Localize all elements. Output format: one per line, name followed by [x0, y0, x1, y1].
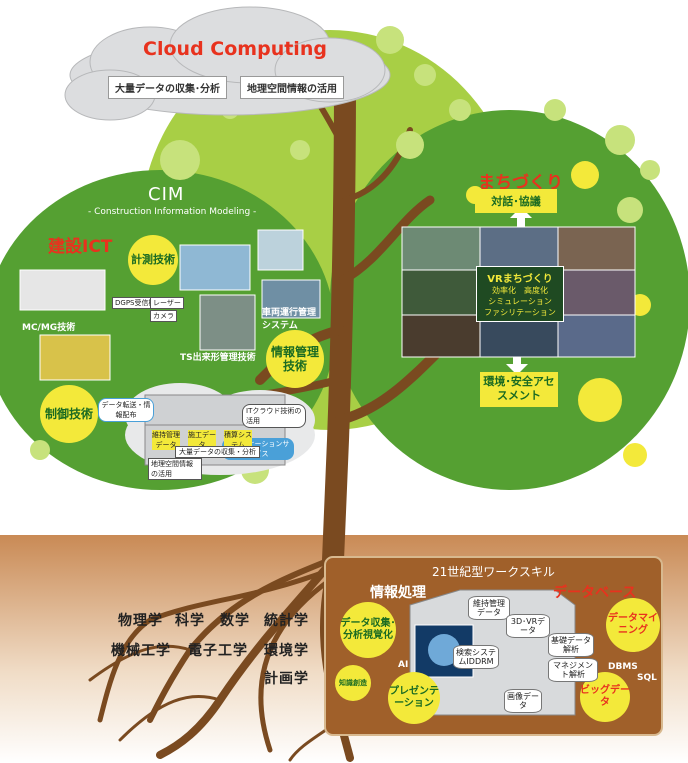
label-dgps: DGPS受信機	[112, 297, 159, 309]
kankyo-box: 環境･安全アセスメント	[480, 372, 558, 407]
label-big-data: 大量データの収集・分析	[175, 446, 260, 458]
circle-seigyo: 制御技術	[40, 385, 98, 443]
label-srv3: 積算システム	[224, 430, 252, 450]
vr-title: VRまちづくり	[487, 274, 553, 285]
cloud-title: Cloud Computing	[143, 38, 327, 60]
circle-collect: データ収集･分析視覚化	[340, 602, 396, 658]
ict-photos	[19, 229, 321, 381]
arrow-down	[506, 357, 528, 375]
vr-line2: シミュレーション	[488, 297, 552, 306]
db-gazo: 画像データ	[504, 689, 542, 714]
vr-line3: ファシリテーション	[484, 308, 556, 317]
label-camera: カメラ	[150, 310, 177, 322]
circle-keisoku: 計測技術	[128, 235, 178, 285]
disc-kankyo: 環境学	[264, 643, 309, 659]
label-srv1: 維持管理データ	[152, 430, 180, 450]
circle-mining: データマイニング	[606, 598, 660, 652]
label-ts: TS出来形管理技術	[180, 353, 256, 363]
vr-line1: 効率化 高度化	[492, 286, 548, 295]
cloud-box-bigdata: 大量データの収集･分析	[108, 76, 227, 99]
label-ai: AI	[398, 660, 409, 670]
label-geo: 地理空間情報の活用	[148, 458, 202, 480]
cloud-shape	[64, 6, 391, 121]
db-manage: マネジメント解析	[548, 658, 598, 683]
label-srv2: 施工データ	[188, 430, 216, 450]
db-kensaku: 検索システムIDDRM	[453, 645, 499, 670]
db-ijikanri: 維持管理データ	[468, 596, 510, 621]
joho-shori-title: 情報処理	[370, 585, 426, 601]
disc-kagaku: 科学	[175, 613, 205, 629]
disc-denshi: 電子工学	[188, 643, 248, 659]
label-mcmg: MC/MG技術	[22, 323, 76, 333]
circle-chishiki: 知識創造	[335, 665, 371, 701]
machi-title: まちづくり	[478, 173, 563, 193]
circle-present: プレゼンテーション	[388, 672, 440, 724]
cloud-box-geo: 地理空間情報の活用	[240, 76, 344, 99]
circle-bigdata: ビッグデータ	[580, 672, 630, 722]
skills-title: 21世紀型ワークスキル	[432, 565, 555, 579]
db-3dvr: 3D･VRデータ	[506, 614, 550, 639]
arrow-up	[510, 207, 532, 227]
label-dbms: DBMS	[608, 662, 638, 672]
disc-sugaku: 数学	[220, 613, 250, 629]
circle-joho-kanri: 情報管理技術	[266, 330, 324, 388]
cim-subtitle: - Construction Information Modeling -	[88, 207, 257, 217]
disc-tokei: 統計学	[264, 613, 309, 629]
cim-title: CIM	[148, 184, 185, 205]
disc-keikaku: 計画学	[264, 671, 309, 687]
label-it-cloud: ITクラウド技術の活用	[242, 404, 306, 428]
label-sql: SQL	[637, 673, 657, 683]
taiwa-box: 対話･協議	[475, 189, 557, 213]
ict-title: 建設ICT	[48, 237, 113, 257]
label-laser: レーザー	[150, 297, 184, 309]
db-kiban: 基礎データ解析	[548, 633, 594, 658]
disc-kikai: 機械工学	[111, 643, 171, 659]
vr-center-box: VRまちづくり 効率化 高度化 シミュレーション ファシリテーション	[476, 266, 564, 322]
disc-butsuri: 物理学	[118, 613, 163, 629]
label-data-transfer: データ転送・情報配布	[98, 398, 154, 422]
database-title: データベース	[553, 585, 637, 601]
label-sharyo: 車両運行管理システム	[262, 308, 317, 331]
